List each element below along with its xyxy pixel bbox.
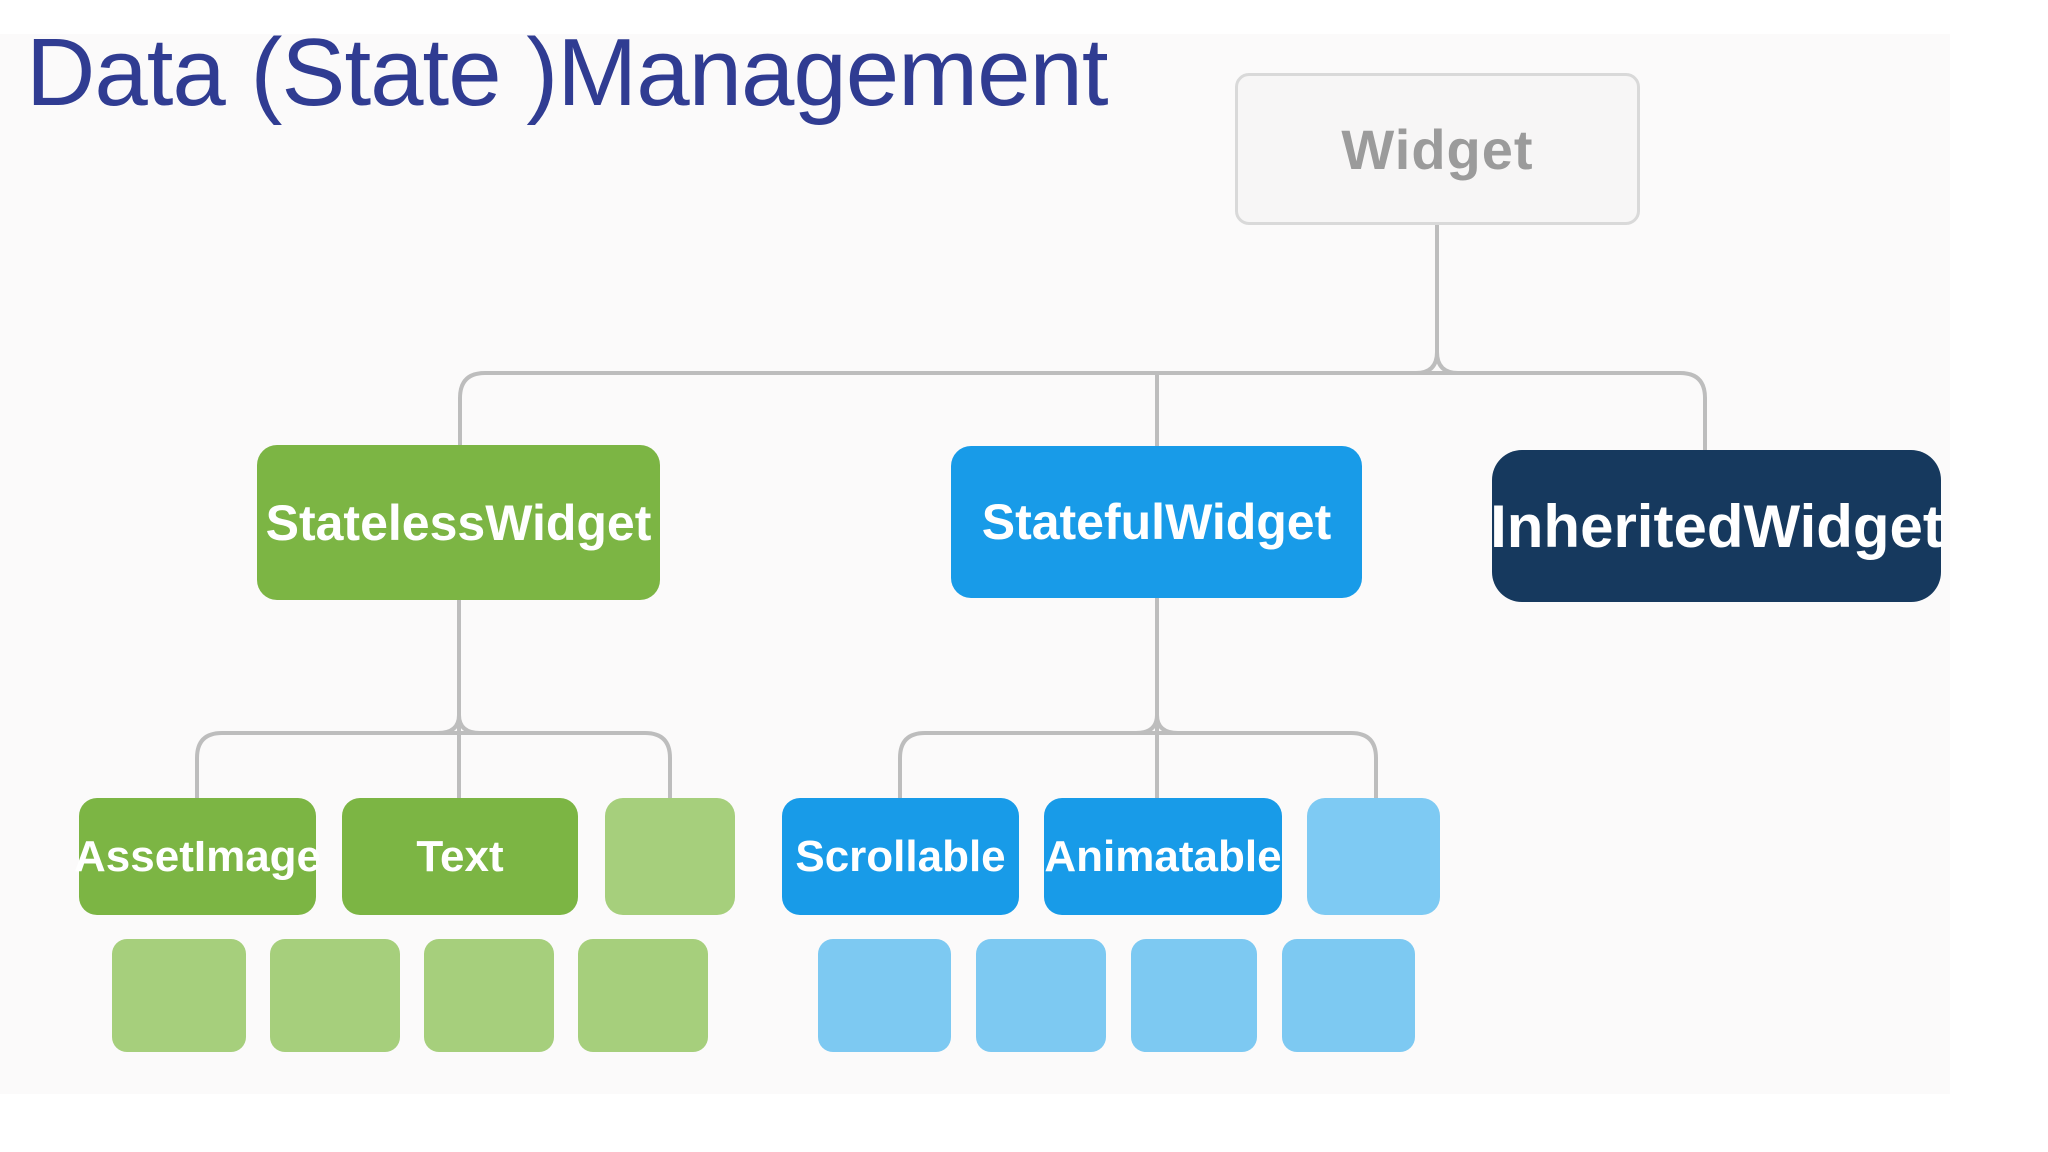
connector-level1-rail xyxy=(458,371,1707,450)
blank-box-blue-4 xyxy=(1282,939,1415,1052)
node-blank-green xyxy=(605,798,735,915)
blank-box-green-2 xyxy=(270,939,400,1052)
node-statelesswidget: StatelessWidget xyxy=(257,445,660,600)
blank-box-blue-2 xyxy=(976,939,1106,1052)
blank-box-green-1 xyxy=(112,939,246,1052)
connector-stateless-trunk xyxy=(437,600,481,798)
blank-box-green-4 xyxy=(578,939,708,1052)
page-title: Data (State )Management xyxy=(26,19,1109,126)
node-statefulwidget: StatefulWidget xyxy=(951,446,1362,598)
connector-stateful-rail xyxy=(898,731,1378,798)
connector-stateful-trunk xyxy=(1135,598,1179,798)
connector-root-trunk xyxy=(1415,225,1459,375)
blank-box-blue-1 xyxy=(818,939,951,1052)
blank-box-blue-3 xyxy=(1131,939,1257,1052)
node-blank-blue xyxy=(1307,798,1440,915)
node-scrollable: Scrollable xyxy=(782,798,1019,915)
node-inheritedwidget: InheritedWidget xyxy=(1490,450,1943,602)
connector-stateless-rail xyxy=(195,731,672,798)
node-assetimage: AssetImage xyxy=(74,798,321,915)
node-text: Text xyxy=(342,798,578,915)
node-widget: Widget xyxy=(1235,73,1640,225)
node-animatable: Animatable xyxy=(1044,798,1282,915)
blank-box-green-3 xyxy=(424,939,554,1052)
